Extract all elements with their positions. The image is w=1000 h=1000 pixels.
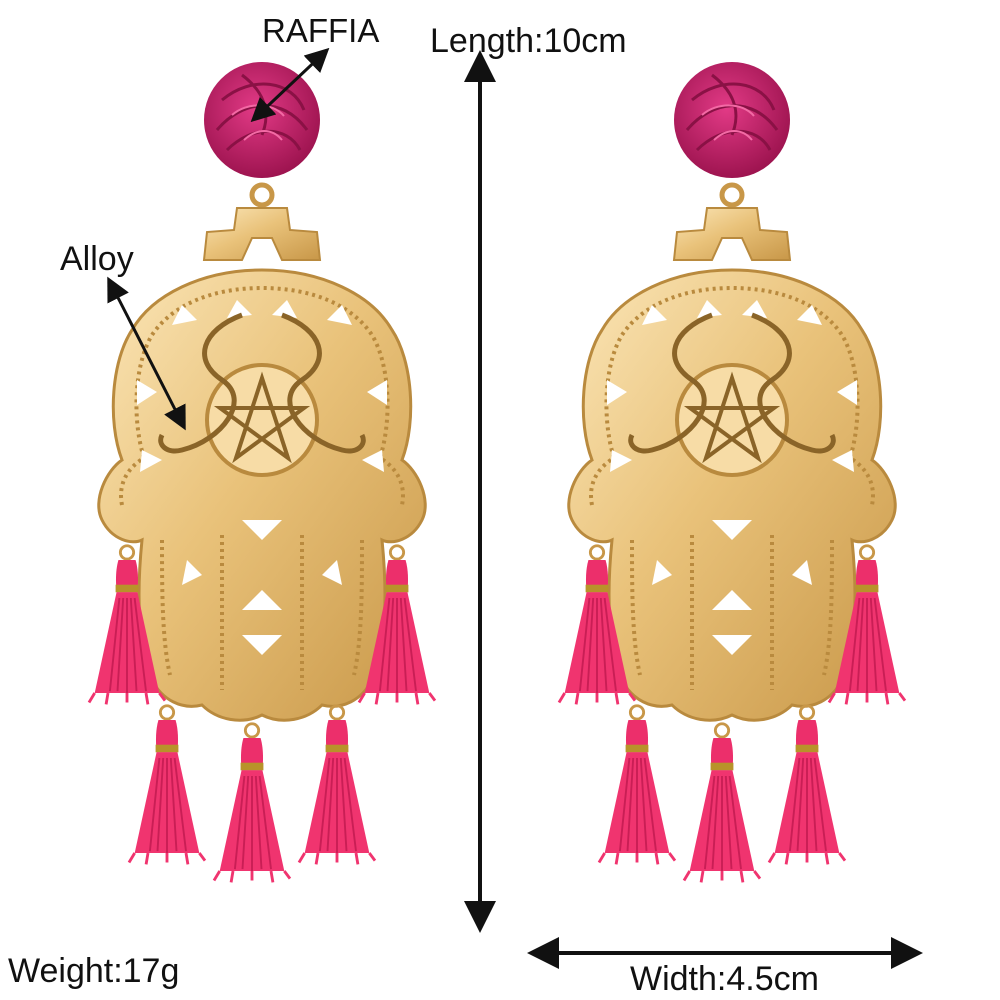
- left-earring: [89, 62, 435, 882]
- raffia-arrow: [250, 47, 330, 123]
- alloy-label: Alloy: [60, 240, 134, 278]
- right-earring: [559, 62, 905, 882]
- weight-label: Weight:17g: [8, 952, 180, 990]
- alloy-arrow: [107, 276, 186, 431]
- width-label: Width:4.5cm: [630, 960, 819, 998]
- length-label: Length:10cm: [430, 22, 627, 60]
- raffia-label: RAFFIA: [262, 12, 380, 49]
